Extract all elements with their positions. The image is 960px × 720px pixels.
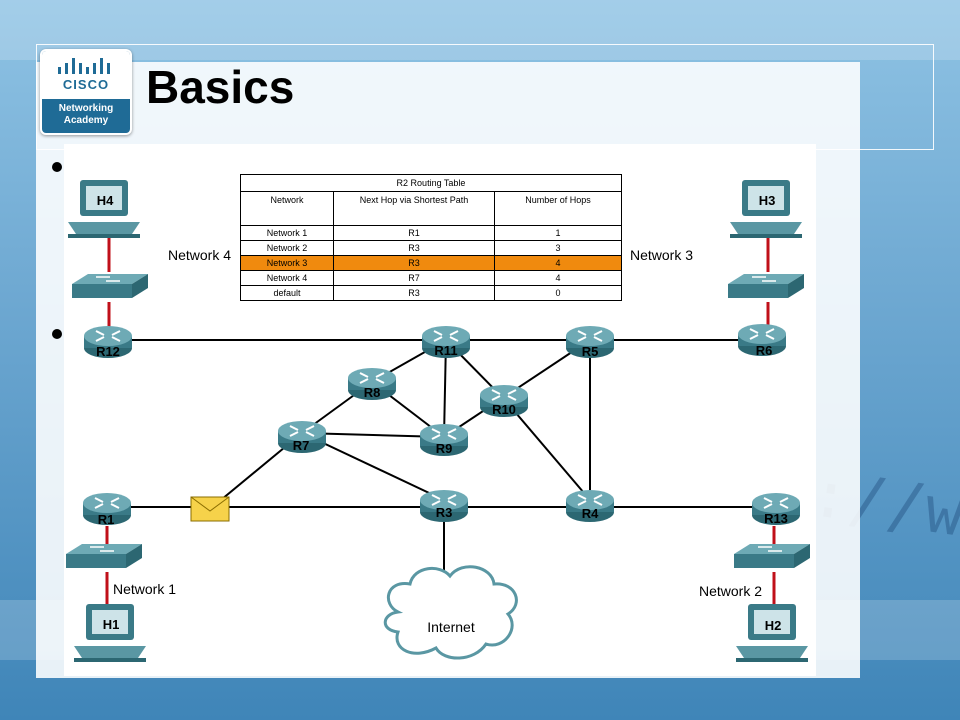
- cell-hops: 0: [494, 285, 622, 301]
- logo-wordmark: CISCO: [62, 77, 110, 92]
- switch-icon: [71, 273, 149, 299]
- cell-hops: 4: [494, 255, 622, 271]
- table-row-highlighted: Network 3 R3 4: [240, 255, 622, 271]
- cell-next-hop: R3: [333, 240, 495, 256]
- cell-next-hop: R3: [333, 285, 495, 301]
- cell-hops: 4: [494, 270, 622, 286]
- cisco-logo: CISCO Networking Academy: [40, 49, 132, 135]
- router-label: R10: [492, 402, 516, 417]
- slide-title: Basics: [146, 61, 295, 113]
- logo-line2: Academy: [63, 115, 109, 126]
- table-row: Network 2 R3 3: [240, 240, 622, 256]
- host-icon: [730, 180, 802, 238]
- host-icon: [736, 604, 808, 662]
- host-icon: [68, 180, 140, 238]
- router-label: R13: [764, 511, 788, 526]
- router-label: R1: [98, 512, 115, 527]
- cell-network: Network 3: [240, 255, 334, 271]
- router-label: R9: [436, 441, 453, 456]
- cell-hops: 3: [494, 240, 622, 256]
- header-network: Network: [240, 191, 334, 226]
- bullet-dot: [52, 162, 62, 172]
- cell-network: Network 1: [240, 225, 334, 241]
- cell-next-hop: R7: [333, 270, 495, 286]
- bullet-dot: [52, 329, 62, 339]
- cisco-bars-icon: [58, 58, 110, 74]
- cell-network: Network 4: [240, 270, 334, 286]
- cell-network: Network 2: [240, 240, 334, 256]
- background-band: [0, 0, 960, 60]
- host-icon: [74, 604, 146, 662]
- envelope-icon: [190, 496, 230, 522]
- router-label: R11: [434, 343, 457, 358]
- switch-icon: [727, 273, 805, 299]
- network-label: Network 2: [699, 583, 762, 599]
- host-label: H4: [97, 193, 114, 208]
- host-label: H3: [759, 193, 776, 208]
- host-label: H1: [103, 617, 120, 632]
- network-label: Network 3: [630, 247, 693, 263]
- switch-icon: [65, 543, 143, 569]
- cell-next-hop: R1: [333, 225, 495, 241]
- logo-line1: Networking: [58, 103, 114, 114]
- router-label: R12: [96, 344, 120, 359]
- cell-hops: 1: [494, 225, 622, 241]
- router-label: R8: [364, 385, 381, 400]
- router-label: R4: [582, 506, 599, 521]
- routing-table: R2 Routing Table Network Next Hop via Sh…: [240, 174, 622, 301]
- table-row: default R3 0: [240, 285, 622, 301]
- router-label: R6: [756, 343, 773, 358]
- router-label: R7: [293, 438, 310, 453]
- routing-table-title: R2 Routing Table: [240, 174, 622, 192]
- header-hops: Number of Hops: [494, 191, 622, 226]
- network-label: Network 1: [113, 581, 176, 597]
- cloud-icon: [383, 565, 518, 660]
- router-label: R5: [582, 344, 599, 359]
- header-next-hop: Next Hop via Shortest Path: [333, 191, 495, 226]
- cell-network: default: [240, 285, 334, 301]
- table-row: Network 4 R7 4: [240, 270, 622, 286]
- router-label: R3: [436, 505, 453, 520]
- switch-icon: [733, 543, 811, 569]
- cell-next-hop: R3: [333, 255, 495, 271]
- cloud-label: Internet: [427, 619, 475, 635]
- table-row: Network 1 R1 1: [240, 225, 622, 241]
- host-label: H2: [765, 618, 782, 633]
- network-label: Network 4: [168, 247, 231, 263]
